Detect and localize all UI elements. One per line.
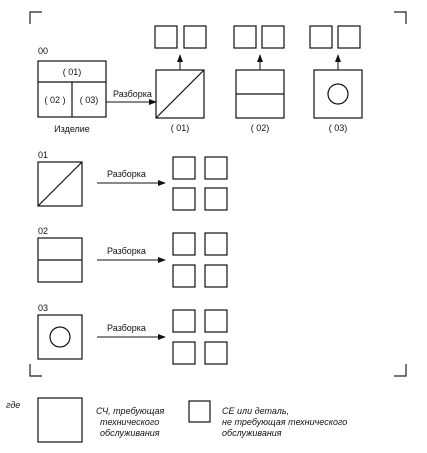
row-03-children xyxy=(172,309,228,365)
unit-01-child-box xyxy=(154,25,178,49)
legend-large-line-1: СЧ, требующая xyxy=(96,406,164,416)
legend-small-box xyxy=(188,400,211,423)
unit-01-child-box xyxy=(183,25,207,49)
unit-02-child-box xyxy=(261,25,285,49)
row-02-box xyxy=(37,237,83,283)
row-03-action: Разборка xyxy=(107,323,146,333)
product-part-03: ( 03) xyxy=(80,95,99,105)
legend-small-line-3: обслуживания xyxy=(222,428,282,438)
unit-02-box xyxy=(235,69,285,119)
unit-01-label: ( 01) xyxy=(171,123,190,133)
legend-large-line-2: технического xyxy=(100,417,159,427)
product-part-02: ( 02 ) xyxy=(44,95,65,105)
legend-large-line-3: обслуживания xyxy=(100,428,160,438)
unit-02-child-box xyxy=(233,25,257,49)
legend-large-box xyxy=(37,397,83,443)
product-part-01: ( 01) xyxy=(63,67,82,77)
row-01-action: Разборка xyxy=(107,169,146,179)
unit-03-child-box xyxy=(309,25,333,49)
row-02-children xyxy=(172,232,228,288)
row-03-box xyxy=(37,314,83,360)
frame-corners xyxy=(29,11,407,377)
row-01-code: 01 xyxy=(38,150,48,160)
unit-03-label: ( 03) xyxy=(329,123,348,133)
row-01-children xyxy=(172,156,228,211)
row-02-code: 02 xyxy=(38,226,48,236)
product-name: Изделие xyxy=(54,124,90,134)
legend-small-line-1: СЕ или деталь, xyxy=(222,406,289,416)
unit-03-child-box xyxy=(337,25,361,49)
row-01-box xyxy=(37,161,83,207)
top-disassembly-label: Разборка xyxy=(113,89,152,99)
row-02-action: Разборка xyxy=(107,246,146,256)
unit-02-label: ( 02) xyxy=(251,123,270,133)
legend-where: где xyxy=(6,400,20,410)
product-code: 00 xyxy=(38,46,48,56)
unit-03-box xyxy=(313,69,363,119)
product-box xyxy=(37,60,107,118)
legend-small-line-2: не требующая технического xyxy=(222,417,347,427)
unit-01-box xyxy=(155,69,205,119)
row-03-code: 03 xyxy=(38,303,48,313)
